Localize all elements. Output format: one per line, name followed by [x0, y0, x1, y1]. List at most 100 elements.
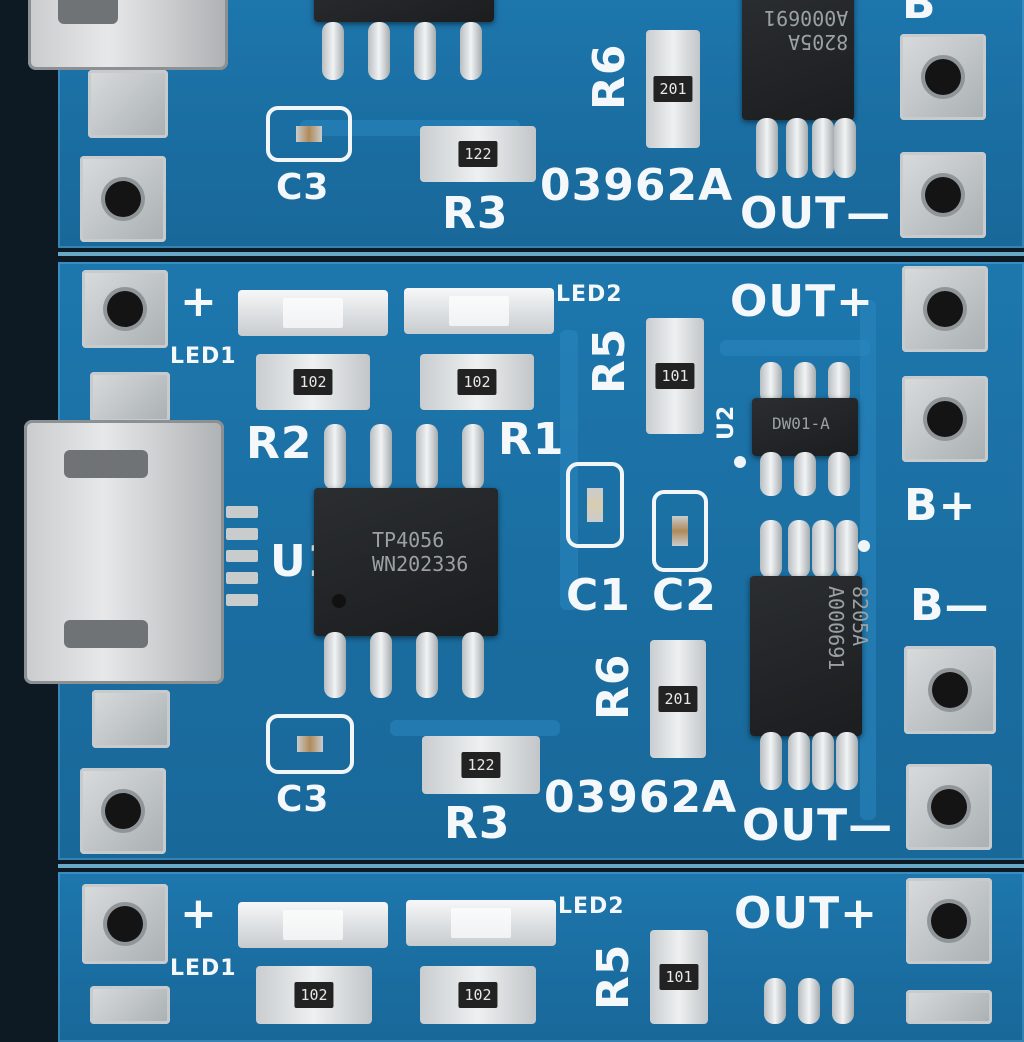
chip-dw01: DW01-A — [752, 398, 858, 456]
ic-pin — [760, 362, 782, 404]
usb-latch — [64, 450, 148, 478]
ic-pin — [836, 732, 858, 790]
resistor-r1: 102 — [420, 354, 534, 410]
resistor-r5-bottom: 101 — [650, 930, 708, 1024]
label-r1: R1 — [498, 414, 565, 465]
solder-pad-b-plus-upper — [902, 376, 988, 462]
ic-pin — [812, 732, 834, 790]
resistor-code: 102 — [458, 982, 498, 1008]
led-2-bottom — [406, 900, 556, 946]
ic-pin — [788, 732, 810, 790]
usb-pin — [226, 594, 258, 606]
ic-pin — [324, 424, 346, 490]
copper-trace — [860, 300, 876, 820]
label-out-minus: OUT— — [742, 800, 894, 851]
label-led1-bottom: LED1 — [170, 956, 237, 981]
resistor-code: 201 — [653, 76, 693, 102]
solder-pad-left-mid — [80, 768, 166, 854]
solder-pad-out-minus-top — [900, 152, 986, 238]
ic-pin — [764, 978, 786, 1024]
led-1 — [238, 290, 388, 336]
label-b-minus: B— — [910, 580, 990, 631]
copper-trace — [720, 340, 870, 356]
solder-pad-b-minus — [904, 646, 996, 734]
ic-pin — [834, 118, 856, 178]
ic-pin — [416, 632, 438, 698]
micro-usb-connector — [24, 420, 224, 684]
ic-pin — [836, 520, 858, 578]
solder-pad-b-top — [900, 34, 986, 120]
resistor-code: 102 — [293, 369, 333, 395]
resistor-r5: 101 — [646, 318, 704, 434]
board-seam-upper — [58, 252, 1024, 256]
solder-pad-left-top — [80, 156, 166, 242]
mount-pad — [88, 70, 168, 138]
ic-pin — [760, 520, 782, 578]
resistor-code: 102 — [457, 369, 497, 395]
ic-pin — [462, 424, 484, 490]
label-out-minus-top: OUT— — [740, 188, 892, 239]
ic-pin — [832, 978, 854, 1024]
solder-pad-bottom-right — [906, 990, 992, 1024]
mount-pad — [90, 372, 170, 422]
board-seam-lower — [58, 864, 1024, 868]
silk-dot — [858, 540, 870, 552]
usb-pin — [226, 528, 258, 540]
usb-pin — [226, 506, 258, 518]
ic-pin — [322, 22, 344, 80]
chip-marking: DW01-A — [772, 414, 830, 433]
resistor-bottom-right: 102 — [420, 966, 536, 1024]
capacitor-c3 — [266, 714, 354, 774]
ic-pin — [828, 362, 850, 404]
ic-pin — [794, 452, 816, 496]
ic-pin — [788, 520, 810, 578]
resistor-code: 122 — [458, 141, 498, 167]
label-r5-bottom: R5 — [588, 943, 639, 1011]
resistor-r6-top: 201 — [646, 30, 700, 148]
ic-pin — [756, 118, 778, 178]
led-1-bottom — [238, 902, 388, 948]
label-r2: R2 — [246, 418, 313, 469]
usb-pin — [226, 572, 258, 584]
ic-pin — [460, 22, 482, 80]
label-u2: U2 — [714, 404, 739, 440]
solder-pad-plus — [82, 270, 168, 348]
label-r6-top: R6 — [584, 43, 635, 111]
label-c3-top: C3 — [276, 167, 330, 208]
label-code: 03962A — [544, 772, 738, 823]
label-r3: R3 — [444, 798, 511, 849]
label-code-top: 03962A — [540, 160, 734, 211]
usb-latch — [58, 0, 118, 24]
usb-pin — [226, 550, 258, 562]
ic-pin — [416, 424, 438, 490]
solder-pad-out-plus-bottom — [906, 878, 992, 964]
label-plus: + — [180, 276, 218, 327]
ic-pin — [368, 22, 390, 80]
usb-latch — [64, 620, 148, 648]
label-led1: LED1 — [170, 344, 237, 369]
ic-pin — [798, 978, 820, 1024]
resistor-code: 201 — [658, 686, 698, 712]
label-r6: R6 — [588, 653, 639, 721]
label-r5: R5 — [584, 327, 635, 395]
chip-top-charger — [314, 0, 494, 22]
ic-pin — [828, 452, 850, 496]
label-b-top: B — [902, 0, 937, 29]
copper-trace — [390, 720, 560, 736]
ic-pin — [760, 732, 782, 790]
resistor-r3: 122 — [422, 736, 540, 794]
resistor-code: 101 — [655, 363, 695, 389]
label-c3: C3 — [276, 779, 330, 820]
ic-pin — [794, 362, 816, 404]
label-plus-bottom: + — [180, 888, 218, 939]
resistor-r3-top: 122 — [420, 126, 536, 182]
resistor-bottom-left: 102 — [256, 966, 372, 1024]
ic-pin — [786, 118, 808, 178]
usb-connector-top — [28, 0, 228, 70]
ic-pin — [760, 452, 782, 496]
